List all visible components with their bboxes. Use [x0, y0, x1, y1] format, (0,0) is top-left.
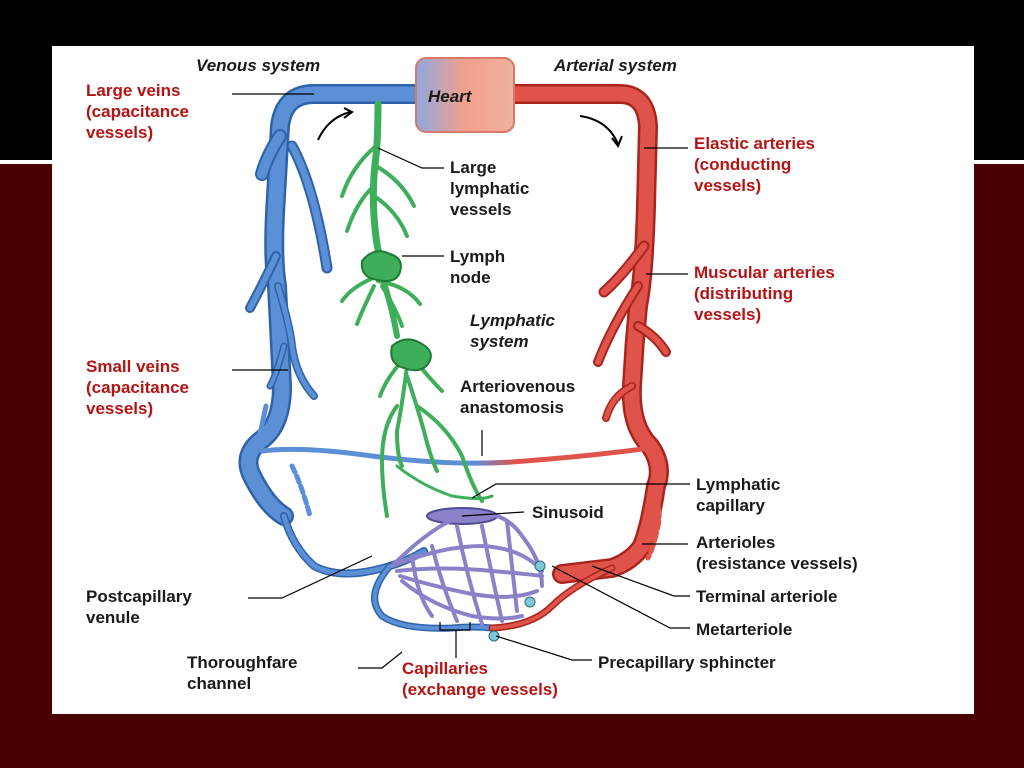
sinusoid-label: Sinusoid	[532, 503, 604, 522]
large-lymphatic-vessel	[369, 100, 384, 260]
capillary-bed	[390, 507, 544, 626]
metarteriole-label: Metarteriole	[696, 620, 793, 639]
heart-box	[415, 57, 515, 133]
venous-system-title: Venous system	[196, 56, 321, 75]
terminal-arteriole-label: Terminal arteriole	[696, 587, 838, 606]
diagram-panel: Venous system Arterial system Heart Larg…	[52, 46, 974, 714]
venous-tree	[238, 84, 496, 632]
lymphatic-tree	[340, 100, 494, 518]
heart-label: Heart	[428, 87, 472, 106]
arterioles-label: Arterioles(resistance vessels)	[696, 533, 858, 573]
arteriovenous-anastomosis	[259, 445, 653, 466]
lymph-node-1	[360, 250, 402, 282]
lymphatic-capillary-end	[395, 464, 494, 500]
precapillary-sphincter-label: Precapillary sphincter	[598, 653, 776, 672]
lymph-nodes	[360, 250, 432, 372]
arterial-tree	[488, 84, 671, 632]
arterial-system-title: Arterial system	[554, 56, 677, 75]
leader-lines	[232, 93, 690, 669]
flow-arrows	[317, 107, 623, 149]
precapillary-sphincters	[488, 560, 546, 642]
circulation-diagram	[232, 57, 690, 669]
capillaries-label: Capillaries(exchange vessels)	[402, 659, 558, 699]
lymph-node-2	[390, 338, 432, 372]
